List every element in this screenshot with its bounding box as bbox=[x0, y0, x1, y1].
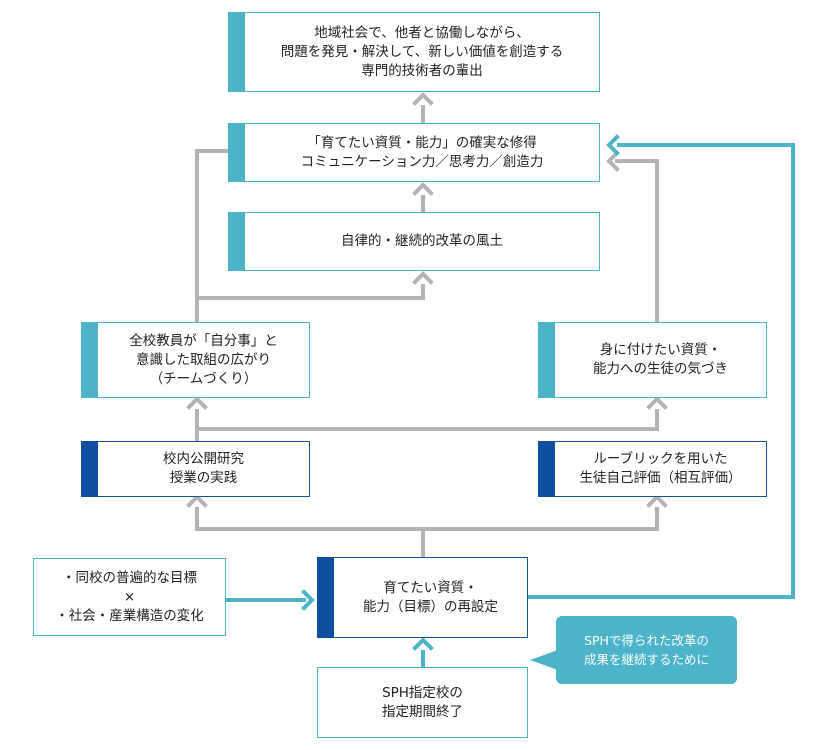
awareness-box-text: 身に付けたい資質・ 能力への生徒の気づき bbox=[593, 341, 728, 379]
team-line-1: 全校教員が「自分事」と bbox=[129, 332, 278, 349]
rubric-box-accent-bar bbox=[538, 441, 555, 497]
culture-box-accent-bar bbox=[228, 212, 245, 271]
context-line-3: ・社会・産業構造の変化 bbox=[55, 607, 204, 624]
culture-box: 自律的・継続的改革の風土 bbox=[228, 212, 600, 271]
goal-line-3: 専門的技術者の輩出 bbox=[361, 62, 483, 79]
team-box: 全校教員が「自分事」と 意識した取組の広がり （チームづくり） bbox=[81, 322, 310, 398]
mastery-box: 「育てたい資質・能力」の確実な修得 コミュニケーション力／思考力／創造力 bbox=[228, 123, 600, 182]
reset-line-2: 能力（目標）の再設定 bbox=[363, 598, 498, 615]
goal-box-text: 地域社会で、他者と協働しながら、 問題を発見・解決して、新しい価値を創造する 専… bbox=[281, 24, 563, 81]
rubric-line-2: 生徒自己評価（相互評価） bbox=[579, 470, 742, 486]
sph-line-2: 指定期間終了 bbox=[382, 703, 463, 720]
awareness-box-accent-bar bbox=[538, 322, 555, 398]
research-box-text: 校内公開研究 授業の実践 bbox=[163, 450, 244, 488]
awareness-line-2: 能力への生徒の気づき bbox=[593, 361, 728, 377]
research-line-1: 校内公開研究 bbox=[163, 451, 244, 467]
awareness-box: 身に付けたい資質・ 能力への生徒の気づき bbox=[538, 322, 767, 398]
context-line-1: ・同校の普遍的な目標 bbox=[62, 569, 197, 586]
awareness-line-1: 身に付けたい資質・ bbox=[599, 342, 722, 358]
culture-line-1: 自律的・継続的改革の風土 bbox=[341, 233, 503, 249]
goal-box-accent-bar bbox=[228, 12, 245, 92]
sph-line-1: SPH指定校の bbox=[382, 684, 463, 701]
goal-line-2: 問題を発見・解決して、新しい価値を創造する bbox=[280, 43, 564, 60]
culture-box-text: 自律的・継続的改革の風土 bbox=[341, 232, 503, 251]
reset-box-accent-bar bbox=[317, 557, 334, 638]
mastery-box-accent-bar bbox=[228, 123, 245, 182]
rubric-box: ルーブリックを用いた 生徒自己評価（相互評価） bbox=[538, 441, 767, 497]
reset-line-1: 育てたい資質・ bbox=[383, 579, 478, 596]
callout-line-2: 成果を継続するために bbox=[583, 652, 709, 667]
callout-line-1: SPHで得られた改革の bbox=[584, 633, 709, 648]
rubric-line-1: ルーブリックを用いた bbox=[593, 451, 728, 467]
team-box-text: 全校教員が「自分事」と 意識した取組の広がり （チームづくり） bbox=[129, 332, 278, 389]
context-box: ・同校の普遍的な目標 × ・社会・産業構造の変化 bbox=[33, 558, 226, 636]
context-line-2: × bbox=[123, 588, 136, 605]
reset-box-text: 育てたい資質・ 能力（目標）の再設定 bbox=[363, 579, 498, 617]
mastery-line-2: コミュニケーション力／思考力／創造力 bbox=[300, 153, 544, 170]
sph-box: SPH指定校の 指定期間終了 bbox=[317, 667, 528, 738]
research-box-accent-bar bbox=[81, 441, 98, 497]
reset-box: 育てたい資質・ 能力（目標）の再設定 bbox=[317, 557, 528, 638]
team-line-2: 意識した取組の広がり bbox=[136, 351, 271, 368]
sph-box-text: SPH指定校の 指定期間終了 bbox=[382, 684, 463, 722]
team-box-accent-bar bbox=[81, 322, 98, 398]
mastery-line-1: 「育てたい資質・能力」の確実な修得 bbox=[307, 134, 537, 151]
context-box-text: ・同校の普遍的な目標 × ・社会・産業構造の変化 bbox=[55, 569, 204, 626]
goal-box: 地域社会で、他者と協働しながら、 問題を発見・解決して、新しい価値を創造する 専… bbox=[228, 12, 600, 92]
mastery-box-text: 「育てたい資質・能力」の確実な修得 コミュニケーション力／思考力／創造力 bbox=[301, 134, 544, 172]
callout-bubble: SPHで得られた改革の 成果を継続するために bbox=[530, 616, 737, 684]
team-line-3: （チームづくり） bbox=[149, 370, 258, 387]
research-box: 校内公開研究 授業の実践 bbox=[81, 441, 310, 497]
research-line-2: 授業の実践 bbox=[169, 470, 238, 486]
rubric-box-text: ルーブリックを用いた 生徒自己評価（相互評価） bbox=[580, 450, 742, 488]
goal-line-1: 地域社会で、他者と協働しながら、 bbox=[314, 24, 530, 41]
